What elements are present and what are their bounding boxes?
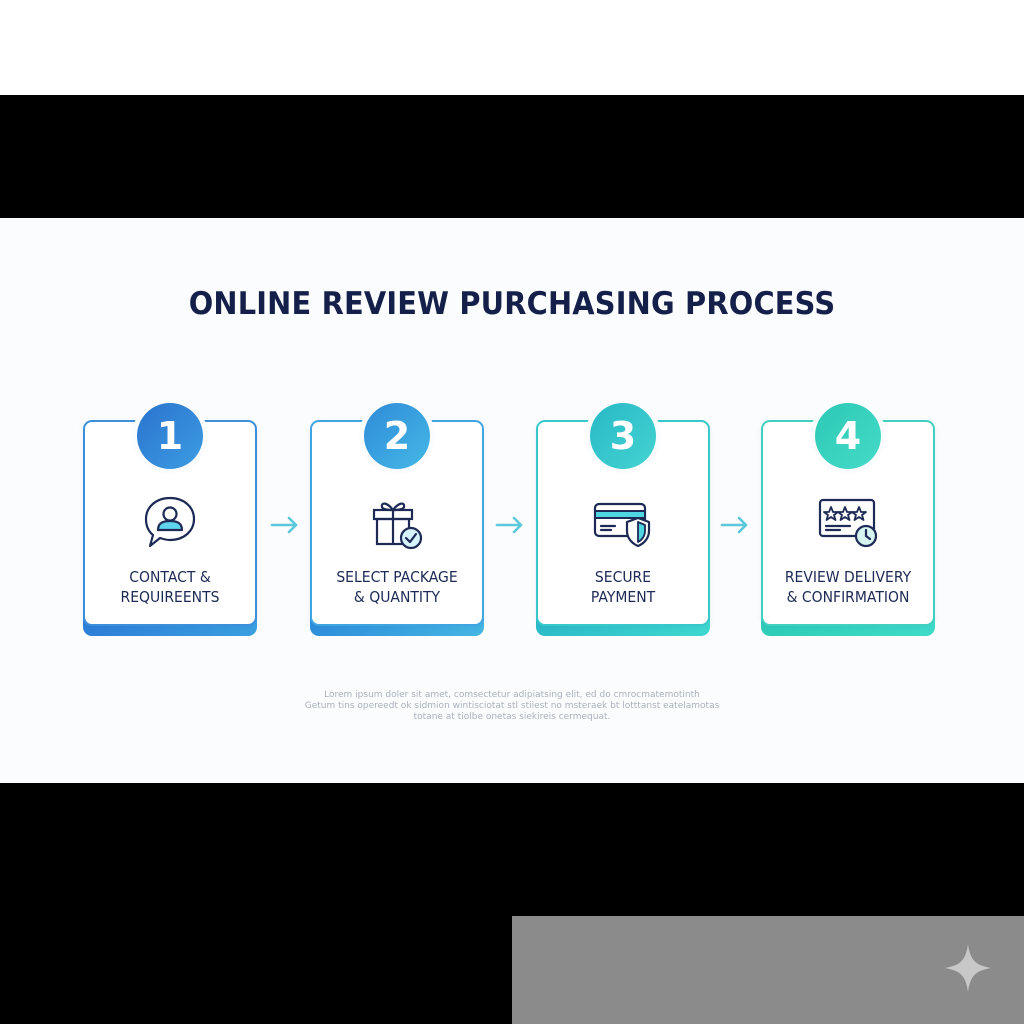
review-stars-clock-icon — [818, 498, 878, 548]
letterbox-top — [0, 95, 1024, 218]
sparkle-icon — [944, 944, 992, 992]
step-label: SELECT PACKAGE & QUANTITY — [319, 567, 476, 607]
step-label-line2: PAYMENT — [590, 588, 656, 606]
description-line: totane at tiolbe onetas siekireis cermeq… — [413, 712, 611, 722]
arrow-right-icon — [720, 516, 748, 534]
arrow-right-icon — [495, 516, 523, 534]
step-label-line2: & CONFIRMATION — [786, 588, 910, 606]
step-number-badge: 2 — [364, 403, 430, 469]
step-label-line2: & QUANTITY — [353, 588, 441, 606]
step-label-line1: SECURE — [594, 568, 652, 586]
watermark-panel — [512, 916, 1024, 1024]
step-label-line1: SELECT PACKAGE — [336, 568, 458, 586]
chat-user-icon — [144, 496, 196, 548]
step-card-2: 2 SELECT PACKAGE & QUANTITY — [310, 403, 484, 636]
card-shield-icon — [593, 502, 651, 548]
step-label-line1: CONTACT & — [129, 568, 211, 586]
step-number-badge: 1 — [137, 403, 203, 469]
description-line: Lorem ipsum doler sit amet, comsectetur … — [324, 690, 700, 700]
page-title: ONLINE REVIEW PURCHASING PROCESS — [188, 286, 836, 322]
step-number-badge: 3 — [590, 403, 656, 469]
step-label: SECURE PAYMENT — [545, 567, 702, 607]
description-text: Lorem ipsum doler sit amet, comsectetur … — [300, 690, 724, 723]
step-label-line2: REQUIREENTS — [120, 588, 220, 606]
step-card-1: 1 CONTACT & REQUIREENTS — [83, 403, 257, 636]
step-number-badge: 4 — [815, 403, 881, 469]
step-label: REVIEW DELIVERY & CONFIRMATION — [770, 567, 927, 607]
step-card-4: 4 REVIEW DELIVERY & CONFIRMATION — [761, 403, 935, 636]
top-margin — [0, 0, 1024, 95]
description-line: Getum tins opereedt ok sidmion wintiscio… — [304, 701, 720, 711]
gift-check-icon — [372, 502, 423, 550]
step-label-line1: REVIEW DELIVERY — [784, 568, 912, 586]
step-label: CONTACT & REQUIREENTS — [92, 567, 249, 607]
arrow-right-icon — [270, 516, 298, 534]
step-card-3: 3 SECURE PAYMENT — [536, 403, 710, 636]
